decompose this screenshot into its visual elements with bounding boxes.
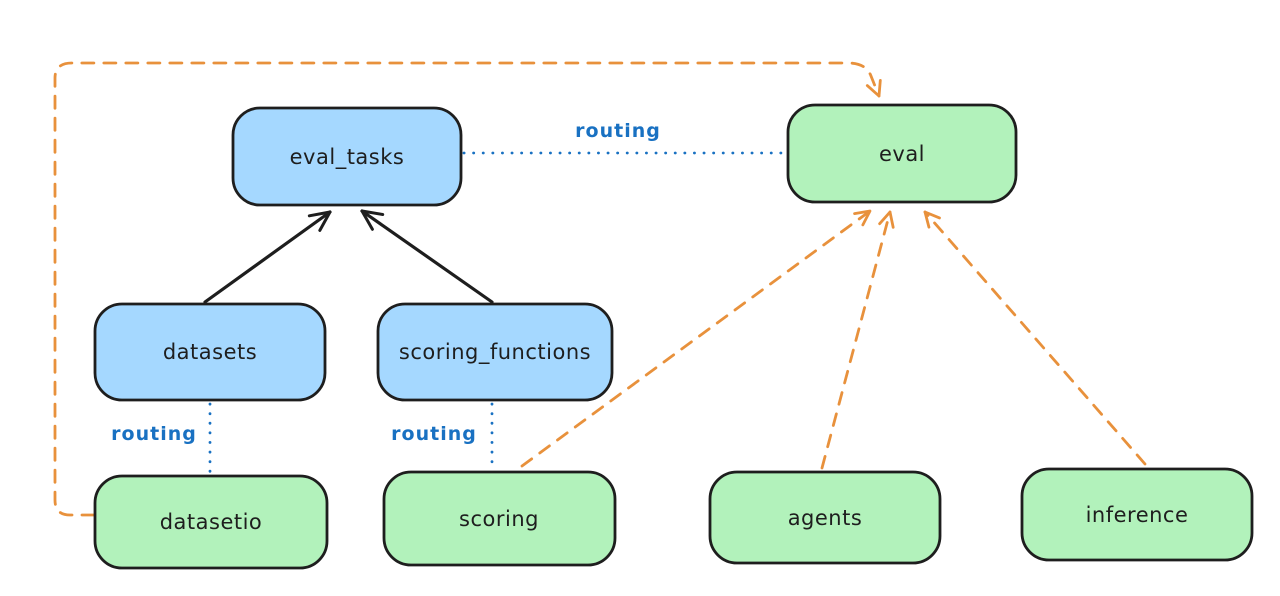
node-scoring-box bbox=[382, 470, 617, 567]
node-eval-tasks-box bbox=[231, 106, 463, 207]
edge-datasetio-eval bbox=[53, 61, 882, 517]
node-scoring-functions-box bbox=[376, 302, 614, 402]
edge-inference-eval bbox=[923, 210, 1147, 466]
node-scoring: scoring bbox=[382, 470, 617, 567]
node-datasets-box bbox=[93, 302, 327, 402]
node-datasets-label: datasets bbox=[163, 340, 257, 364]
node-agents-box bbox=[708, 470, 942, 565]
edge-scoring-eval bbox=[520, 209, 872, 468]
node-inference: inference bbox=[1020, 467, 1254, 562]
node-datasetio-label: datasetio bbox=[160, 510, 263, 534]
node-scoring-functions-label: scoring_functions bbox=[399, 340, 591, 365]
edge-agents-eval bbox=[820, 210, 895, 470]
node-inference-label: inference bbox=[1086, 503, 1189, 527]
edge-label-routing-left: routing bbox=[111, 423, 197, 445]
edge-datasets-eval-tasks bbox=[203, 210, 332, 304]
node-eval-tasks: eval_tasks bbox=[231, 106, 463, 207]
node-agents: agents bbox=[708, 470, 942, 565]
node-inference-box bbox=[1020, 467, 1254, 562]
node-eval-tasks-label: eval_tasks bbox=[290, 145, 405, 170]
node-eval-label: eval bbox=[879, 142, 925, 166]
node-datasetio-box bbox=[93, 474, 329, 570]
edge-label-routing-top: routing bbox=[575, 120, 661, 142]
node-eval-box bbox=[786, 103, 1018, 204]
node-scoring-functions: scoring_functions bbox=[376, 302, 614, 402]
edge-scoring-functions-eval-tasks bbox=[360, 209, 494, 304]
node-scoring-label: scoring bbox=[459, 507, 539, 531]
node-datasetio: datasetio bbox=[93, 474, 329, 570]
node-agents-label: agents bbox=[788, 506, 863, 530]
node-eval: eval bbox=[786, 103, 1018, 204]
edge-label-routing-middle: routing bbox=[391, 423, 477, 445]
node-datasets: datasets bbox=[93, 302, 327, 402]
